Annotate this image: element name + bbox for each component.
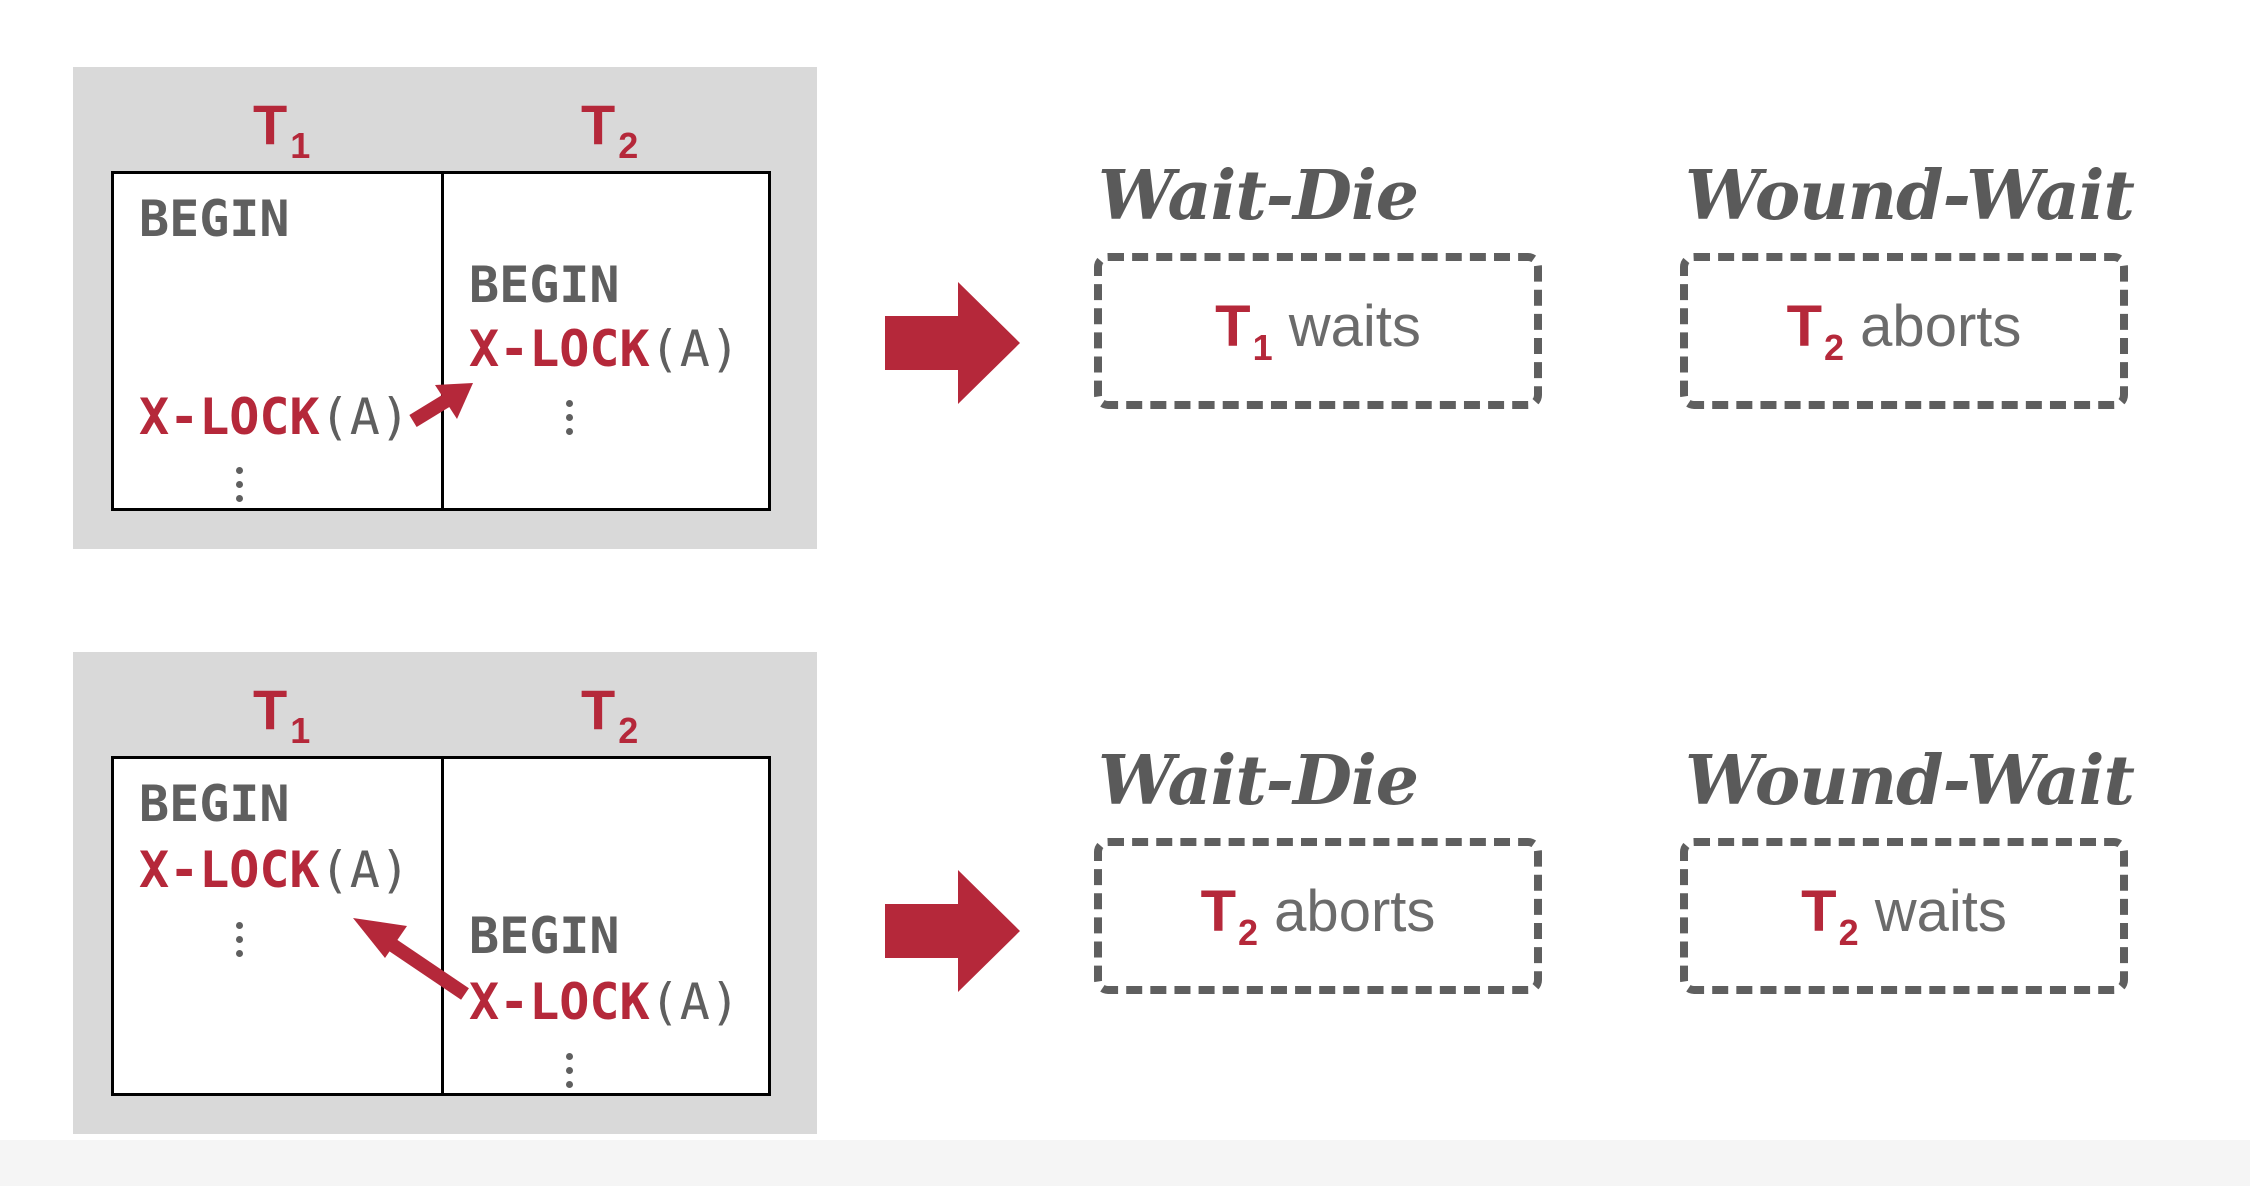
t2-header: T2 (581, 678, 639, 751)
arrow-head (435, 383, 473, 419)
schedule-panel: T1 T2 BEGIN X-LOCK(A) BEGIN X-LOCK(A) (73, 67, 817, 549)
column-divider (441, 174, 444, 508)
bottom-band (0, 1140, 2250, 1186)
wait-die-outcome: T1 waits (1094, 253, 1542, 409)
column-divider (441, 759, 444, 1093)
lock-request-arrow (353, 918, 469, 1000)
t1-xlock: X-LOCK(A) (139, 841, 410, 899)
t1-header: T1 (253, 93, 311, 166)
t1-xlock: X-LOCK(A) (139, 388, 410, 446)
t2-xlock: X-LOCK(A) (469, 320, 740, 378)
wait-die-title: Wait-Die (1098, 156, 1419, 236)
scenario-2: T1 T2 BEGIN X-LOCK(A) BEGIN X-LOCK(A) (0, 652, 2250, 1172)
schedule-panel: T1 T2 BEGIN X-LOCK(A) BEGIN X-LOCK(A) (73, 652, 817, 1134)
lock-request-arrow (409, 383, 473, 427)
scenario-1: T1 T2 BEGIN X-LOCK(A) BEGIN X-LOCK(A) (0, 67, 2250, 587)
t1-header: T1 (253, 678, 311, 751)
result-arrow (885, 870, 1020, 992)
wait-die-title: Wait-Die (1098, 741, 1419, 821)
schedule-table: BEGIN X-LOCK(A) BEGIN X-LOCK(A) (111, 171, 771, 511)
t2-begin: BEGIN (469, 907, 620, 965)
t1-ellipsis (236, 922, 246, 964)
wait-die-outcome: T2 aborts (1094, 838, 1542, 994)
t2-begin: BEGIN (469, 256, 620, 314)
wound-wait-title: Wound-Wait (1685, 741, 2135, 821)
wound-wait-outcome: T2 waits (1680, 838, 2128, 994)
schedule-table: BEGIN X-LOCK(A) BEGIN X-LOCK(A) (111, 756, 771, 1096)
wound-wait-title: Wound-Wait (1685, 156, 2135, 236)
t2-xlock: X-LOCK(A) (469, 973, 740, 1031)
t1-ellipsis (236, 467, 246, 509)
t2-ellipsis (566, 1053, 576, 1095)
t2-ellipsis (566, 400, 576, 442)
arrow-head (353, 918, 407, 958)
t2-header: T2 (581, 93, 639, 166)
t1-begin: BEGIN (139, 775, 290, 833)
result-arrow (885, 282, 1020, 404)
t1-begin: BEGIN (139, 190, 290, 248)
wound-wait-outcome: T2 aborts (1680, 253, 2128, 409)
